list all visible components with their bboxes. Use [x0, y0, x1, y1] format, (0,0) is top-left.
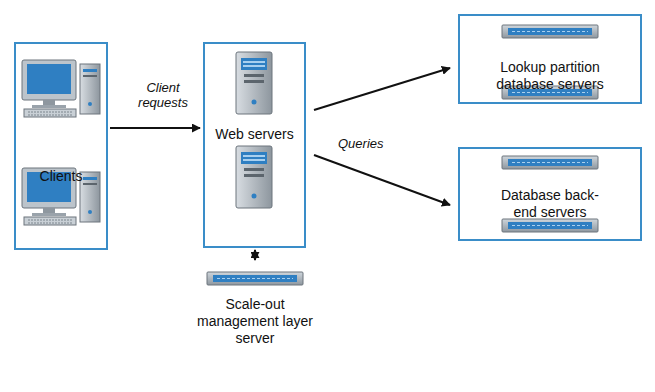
node-label: Lookup partition database servers — [485, 59, 615, 93]
connector-arrow — [254, 250, 256, 260]
connector-arrow — [110, 127, 200, 129]
node-label: Database back-end servers — [495, 187, 605, 221]
group-box: Database back-end servers — [458, 147, 642, 241]
node-label: Scale-out management layer server — [195, 296, 315, 347]
group-box: Clients — [14, 42, 108, 250]
group-box: Web servers — [203, 42, 306, 248]
group-box: Lookup partition database servers — [458, 14, 642, 104]
node-label: Web servers — [205, 126, 304, 143]
annotation-label: Queries — [336, 136, 386, 151]
connector-arrow — [314, 68, 450, 110]
server-node: Scale-out management layer server — [185, 262, 325, 352]
connector-arrow — [314, 155, 450, 205]
node-label: Clients — [16, 168, 106, 185]
edge-label: Client requests — [128, 80, 198, 110]
